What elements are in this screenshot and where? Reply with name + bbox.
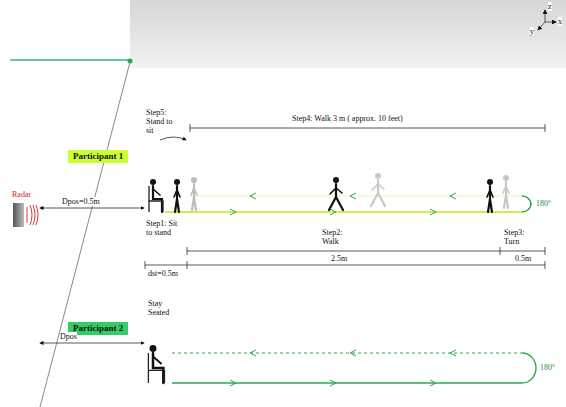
- axis-label: x: [558, 17, 562, 26]
- dimension-label: 2.5m: [331, 254, 347, 263]
- axis-label: y: [530, 27, 534, 36]
- step-label: Step5: Stand to sit: [146, 108, 180, 135]
- wall-line: [40, 62, 130, 407]
- participant-label: Participant 2: [73, 323, 123, 333]
- radar-label: Radar: [12, 190, 31, 199]
- participant-label: Participant 1: [73, 151, 123, 161]
- step-label: Step3: Turn: [504, 228, 538, 246]
- step-label: Step4: Walk 3 m ( approx. 10 feet): [292, 114, 403, 123]
- dimension-label: 0.5m: [515, 254, 531, 263]
- dimension-label: Dpos=0.5m: [62, 197, 100, 206]
- angle-label: 180°: [536, 199, 551, 208]
- radar-symbol: [13, 203, 38, 227]
- wall-band: [130, 0, 566, 68]
- dimension-label: dst=0.5m: [148, 269, 178, 278]
- floor-edge: [10, 59, 130, 61]
- participants-figures: [148, 173, 509, 383]
- step-label: Step2: Walk: [322, 228, 356, 246]
- dimension-lines: [40, 124, 545, 343]
- walkway-1: [165, 193, 531, 215]
- axis-label: z: [548, 2, 552, 11]
- walkway-2: [172, 350, 536, 386]
- participant-tag: Participant 1: [68, 150, 128, 163]
- axes: [538, 10, 556, 30]
- state-label: Stay Seated: [148, 299, 182, 317]
- participant-tag: Participant 2: [68, 322, 128, 335]
- angle-label: 180°: [540, 363, 555, 372]
- dimension-label: Dpos: [60, 332, 77, 341]
- step-label: Step1: Sit to stand: [146, 219, 180, 237]
